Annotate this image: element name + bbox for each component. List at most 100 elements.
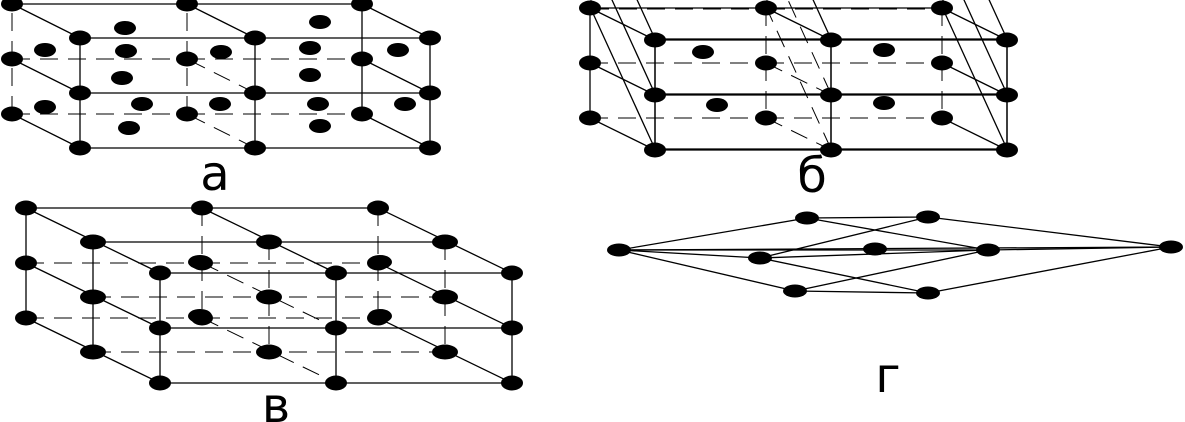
corner-atom-front (996, 32, 1018, 48)
interior-atom (111, 71, 133, 85)
corner-atom-front (325, 375, 347, 391)
octahedron-edge (806, 217, 989, 251)
corner-atom-front (149, 375, 171, 391)
corner-atom-front (644, 32, 666, 48)
interior-atom (115, 44, 137, 58)
octahedron-atom (976, 243, 1000, 257)
corner-atom (244, 85, 266, 101)
interior-atom (299, 41, 321, 55)
edge-y (766, 8, 832, 150)
octahedron-edge (618, 249, 761, 259)
interior-atom (188, 255, 212, 269)
corner-atom-front (996, 87, 1018, 103)
edge-y (988, 0, 1008, 40)
corner-atom-back (367, 200, 389, 216)
corner-atom-back (755, 55, 777, 71)
edge-depth (941, 62, 1008, 96)
corner-atom (1, 51, 23, 67)
corner-atom (351, 0, 373, 12)
interior-atom (394, 97, 416, 111)
corner-atom-front (501, 265, 523, 281)
corner-atom-front (820, 87, 842, 103)
interior-atom (309, 15, 331, 29)
corner-atom-back (931, 0, 953, 16)
interior-atom (34, 43, 56, 57)
interior-atom (368, 255, 392, 269)
edge-depth (201, 262, 337, 329)
panel-a-lattice (1, 0, 441, 156)
interior-atom (307, 97, 329, 111)
interior-atom (131, 97, 153, 111)
interior-atom (387, 43, 409, 57)
edge-depth (941, 117, 1008, 151)
corner-atom-front (996, 142, 1018, 158)
corner-atom-back (191, 200, 213, 216)
interior-atom (209, 97, 231, 111)
label-b: б (797, 148, 827, 204)
octahedron-atom (607, 243, 631, 257)
label-a: а (200, 146, 229, 202)
interior-atom (368, 309, 392, 323)
octahedron-atom (1159, 240, 1183, 254)
face-atom (706, 98, 728, 112)
interior-atom (188, 309, 212, 323)
octahedron-atom (748, 251, 772, 265)
corner-atom-back (579, 55, 601, 71)
corner-atom (419, 85, 441, 101)
corner-atom (1, 106, 23, 122)
interior-atom (34, 100, 56, 114)
edge-depth (201, 317, 337, 384)
interior-atom (114, 21, 136, 35)
interior-atom (299, 68, 321, 82)
octahedron-edge (618, 246, 1172, 251)
face-atom (873, 96, 895, 110)
corner-atom-back (15, 200, 37, 216)
edge-depth (589, 7, 656, 41)
octahedron-edge (794, 290, 929, 294)
edge-depth (589, 117, 656, 151)
corner-atom (351, 51, 373, 67)
corner-atom-front (149, 265, 171, 281)
interior-atom (309, 119, 331, 133)
corner-atom (69, 30, 91, 46)
edge-y (186, 3, 256, 39)
octahedron-atom (916, 286, 940, 300)
edge-depth (589, 62, 656, 96)
edge-y (11, 113, 81, 149)
octahedron-atom (783, 284, 807, 298)
corner-atom-front (325, 265, 347, 281)
corner-atom-back (15, 255, 37, 271)
octahedron-edge (794, 249, 989, 292)
corner-atom (419, 140, 441, 156)
corner-atom-back (15, 310, 37, 326)
corner-atom-front (501, 320, 523, 336)
corner-atom (1, 0, 23, 12)
corner-atom-front (820, 32, 842, 48)
corner-atom (176, 106, 198, 122)
corner-atom-back (579, 0, 601, 16)
octahedron-edge (806, 216, 929, 219)
edge-y (11, 3, 81, 39)
octahedron-atom (795, 211, 819, 225)
corner-atom (176, 0, 198, 12)
interior-atom (118, 121, 140, 135)
label-v: в (262, 378, 290, 422)
octahedron-edge (759, 257, 929, 294)
edge-y (186, 113, 256, 149)
octahedron-atom (863, 242, 887, 256)
edge-y (787, 0, 832, 95)
edge-y (812, 0, 832, 40)
octahedron-edge (987, 246, 1172, 251)
corner-atom (69, 85, 91, 101)
corner-atom (351, 106, 373, 122)
edge-y (361, 113, 431, 149)
edge-depth (765, 117, 832, 151)
corner-atom-front (325, 320, 347, 336)
corner-atom-back (755, 0, 777, 16)
corner-atom (244, 30, 266, 46)
interior-atom (210, 45, 232, 59)
corner-atom (244, 140, 266, 156)
edge-y (361, 58, 431, 94)
corner-atom-front (501, 375, 523, 391)
